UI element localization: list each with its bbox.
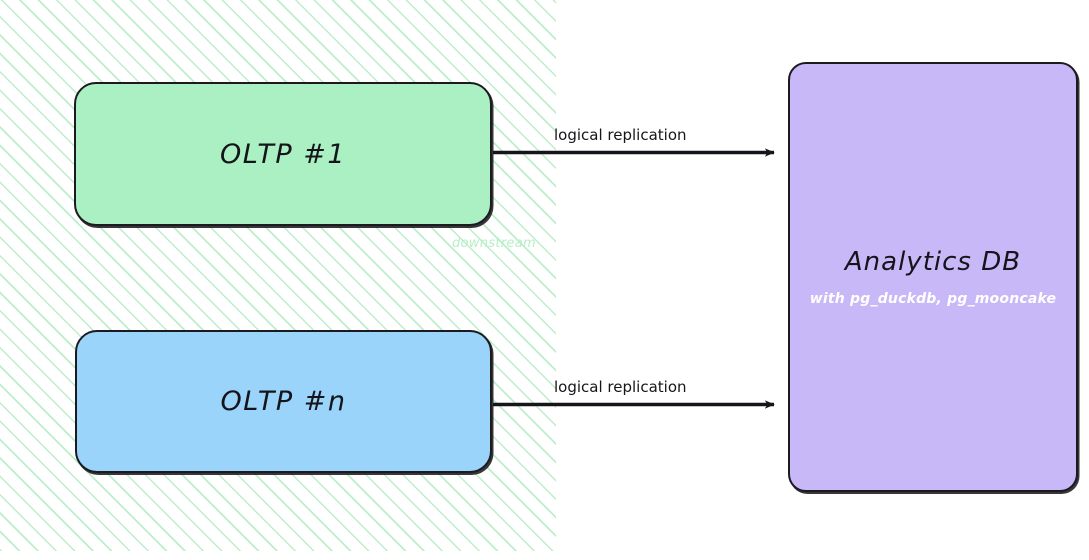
edge-label-logical-replication-bottom: logical replication — [554, 378, 687, 396]
downstream-group-label: downstream — [452, 236, 536, 251]
node-oltp-n[interactable]: OLTP #n — [75, 330, 492, 473]
node-oltp-1-title: OLTP #1 — [219, 138, 347, 170]
node-analytics-db-title: Analytics DB — [844, 247, 1022, 277]
node-analytics-db[interactable]: Analytics DB with pg_duckdb, pg_mooncake — [788, 62, 1078, 492]
node-analytics-db-subtitle: with pg_duckdb, pg_mooncake — [809, 291, 1057, 307]
node-oltp-n-title: OLTP #n — [220, 386, 347, 417]
node-oltp-1[interactable]: OLTP #1 — [74, 82, 492, 226]
edge-label-logical-replication-top: logical replication — [554, 126, 687, 144]
